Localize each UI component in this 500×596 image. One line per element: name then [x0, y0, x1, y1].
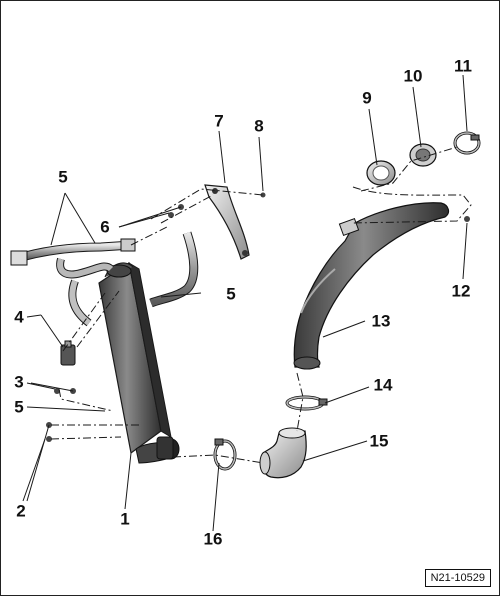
leader-lines: [22, 74, 468, 532]
callout-6: 6: [100, 217, 110, 237]
callout-13: 13: [371, 311, 391, 331]
callout-1: 1: [120, 509, 130, 529]
figure-reference: N21-10529: [424, 568, 491, 587]
callout-2: 2: [16, 501, 26, 521]
charge-air-hose: [293, 202, 450, 370]
clamp-9: [366, 160, 396, 186]
elbow-connector: [259, 427, 307, 479]
callout-5-upper: 5: [58, 167, 68, 187]
callout-10: 10: [403, 66, 423, 86]
callout-16: 16: [203, 529, 223, 549]
clamp-11: [453, 131, 481, 155]
callout-15: 15: [369, 431, 389, 451]
callout-11: 11: [454, 56, 472, 76]
bracket: [204, 184, 250, 260]
clamp-16: [213, 438, 237, 471]
callout-7: 7: [214, 111, 224, 131]
assembly-lines: [50, 146, 472, 464]
sensor: [60, 340, 76, 366]
callout-8: 8: [254, 116, 264, 136]
callout-9: 9: [362, 88, 372, 108]
coolant-pipe-middle: [149, 231, 199, 308]
callout-4: 4: [14, 307, 24, 327]
callout-5-right: 5: [226, 284, 236, 304]
callout-3: 3: [14, 372, 24, 392]
callout-5-lower: 5: [14, 397, 24, 417]
clamp-14: [285, 395, 328, 411]
charge-air-cooler: [98, 261, 180, 464]
coolant-pipe-upper: [10, 238, 136, 279]
coolant-pipe-side: [68, 279, 92, 327]
callout-12: 12: [451, 281, 471, 301]
callout-14: 14: [373, 375, 393, 395]
